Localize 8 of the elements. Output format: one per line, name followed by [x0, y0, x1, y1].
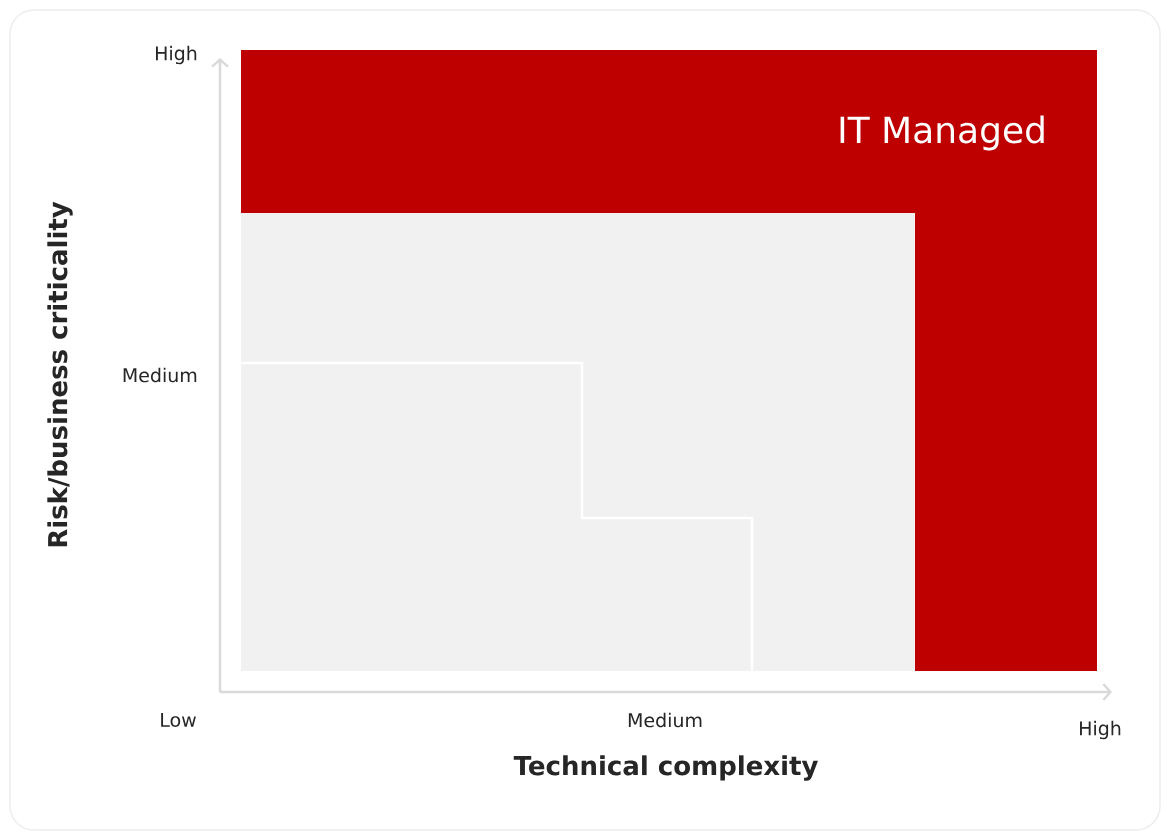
tick-label: High — [156, 45, 197, 65]
tick-label: Medium — [123, 367, 197, 383]
axis-title: Risk/business criticality — [47, 201, 73, 547]
tick-label: High — [1080, 720, 1121, 740]
axis-title: Technical complexity — [513, 755, 818, 781]
managed-region: IT Managed — [241, 50, 1097, 671]
tick-label: Low — [161, 712, 196, 728]
tick-label: Medium — [628, 712, 702, 728]
